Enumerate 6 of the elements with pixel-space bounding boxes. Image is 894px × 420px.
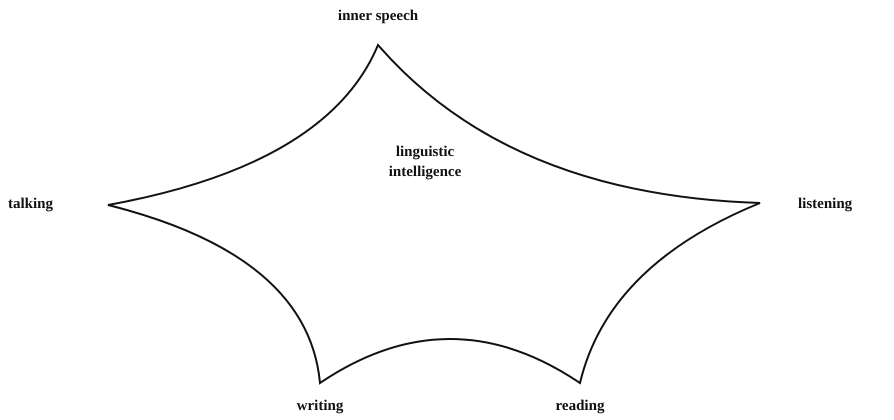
vertex-label: talking [8, 196, 54, 213]
vertex-label: listening [798, 196, 852, 213]
vertex-label: inner speech [338, 8, 418, 25]
vertex-label: writing [296, 398, 344, 415]
vertex-label: reading [556, 398, 604, 415]
center-label: linguistic intelligence [388, 143, 462, 182]
